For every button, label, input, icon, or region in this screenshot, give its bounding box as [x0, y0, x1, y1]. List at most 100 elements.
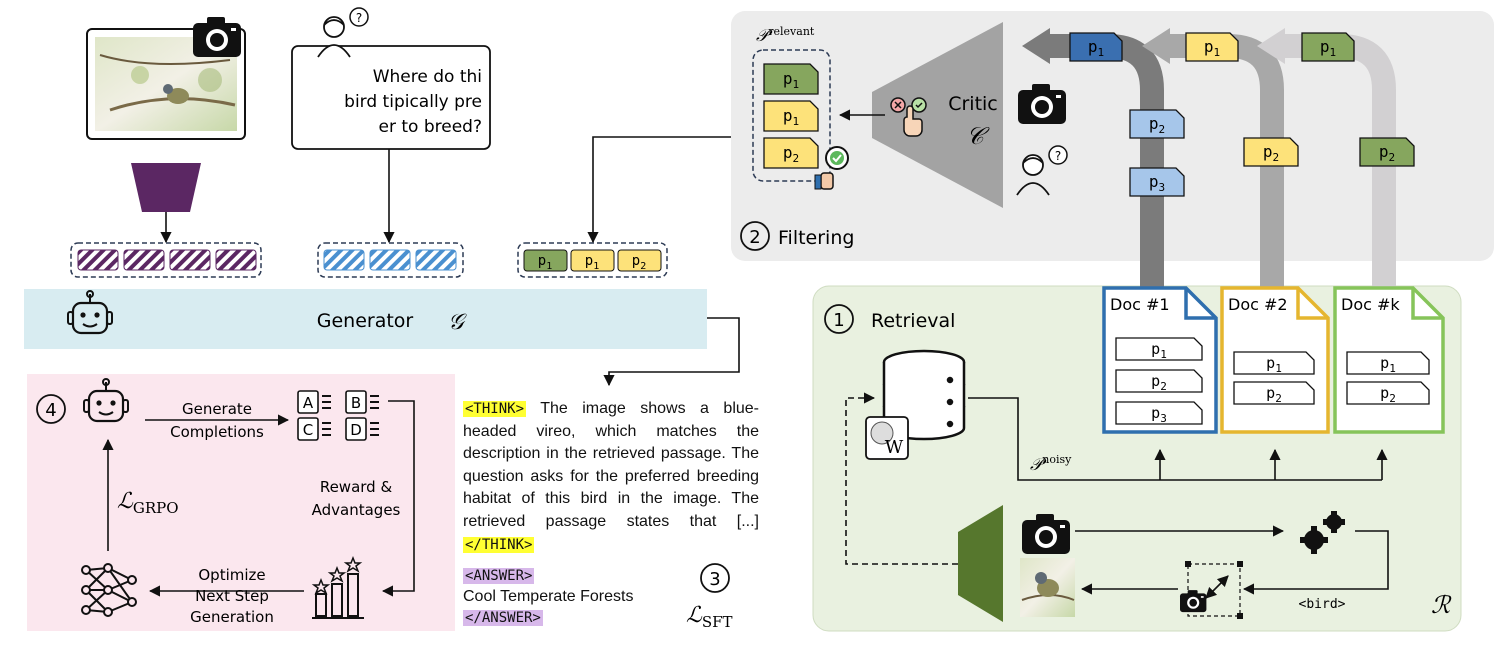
option-C: C [297, 417, 331, 441]
retrieval-encoder [958, 505, 1003, 622]
robot-icon [67, 290, 113, 335]
svg-text:C: C [303, 421, 313, 439]
critic-decision-icon [890, 97, 927, 137]
answer-text: Cool Temperate Forests [463, 588, 634, 605]
passage-label: p2 [1151, 372, 1167, 393]
retriever-symbol: ℛ [1431, 591, 1452, 619]
grpo-step-circle [36, 394, 66, 424]
passage-label: p3 [1149, 172, 1165, 194]
answer-close-tag: </ANSWER> [463, 610, 543, 626]
document-label: Doc #k [1341, 295, 1400, 314]
generator-bar [24, 289, 707, 349]
filtering-step-number: 2 [749, 227, 760, 248]
retrieval-label: Retrieval [871, 310, 955, 332]
think-content: The image shows a blue-headed vireo, whi… [463, 400, 759, 530]
image-token-group [70, 242, 262, 278]
top-person-question-icon: ? [317, 7, 369, 58]
passage-p1: p1 [763, 63, 819, 95]
retrieval-step-number: 1 [833, 310, 844, 331]
gears-icon [1300, 511, 1345, 554]
answer-open-tag: <ANSWER> [463, 568, 535, 584]
passage-label: p2 [632, 253, 646, 272]
grpo-robot-icon [83, 378, 129, 423]
svg-text:D: D [350, 421, 362, 439]
completion-options: A B C D [297, 390, 379, 441]
image-tokens [77, 249, 257, 271]
image-token [77, 249, 119, 271]
generate-line-2: Completions [170, 423, 264, 441]
critic-funnel [872, 22, 1003, 208]
image-token [123, 249, 165, 271]
passage-p2: p2 [1115, 369, 1203, 393]
passage-p2: p2 [1233, 381, 1315, 405]
question-line-2: bird tipically pre [344, 92, 482, 112]
generator-label: Generator [317, 310, 414, 332]
camera-icon [1018, 84, 1066, 124]
image-token [215, 249, 257, 271]
text-tokens [323, 249, 457, 271]
generator-symbol: 𝒢 [448, 310, 467, 335]
passage-label: p1 [1266, 354, 1282, 375]
critic-label: Critic [948, 93, 998, 115]
text-token [369, 249, 411, 271]
retrieval-step-circle [824, 304, 854, 334]
passage-label: p1 [1320, 37, 1336, 59]
relevant-passages-group [752, 49, 831, 182]
sft-step-circle [700, 563, 730, 593]
passage-p1: p1 [1115, 337, 1203, 361]
passage-p2: p2 [1346, 381, 1430, 405]
advantages-chart-icon [311, 555, 364, 619]
svg-text:?: ? [356, 11, 362, 25]
optimize-line-3: Generation [190, 608, 274, 626]
pipe-passages: p1 p1 p1 p2 p3 p2 p2 [1069, 32, 1415, 197]
crop-icon [1185, 561, 1243, 619]
passage-p1: p1 [1069, 32, 1123, 62]
passage-p3: p3 [1115, 401, 1203, 425]
magnifier-check-icon [814, 146, 849, 190]
sft-step-number: 3 [709, 569, 720, 590]
retrieval-camera-icon [1022, 514, 1070, 554]
passage-p2: p2 [1243, 137, 1299, 167]
passage-p1: p1 [1346, 351, 1430, 375]
passage-label: p1 [1380, 354, 1396, 375]
optimize-line-2: Next Step [195, 587, 269, 605]
passage-label: p2 [1149, 114, 1165, 136]
passage-p1: p1 [1233, 351, 1315, 375]
think-block: <THINK> The image shows a blue-headed vi… [463, 398, 759, 556]
option-A: A [297, 390, 331, 414]
svg-text:A: A [303, 394, 314, 412]
passage-label: p1 [783, 69, 799, 91]
grpo-step-number: 4 [45, 400, 56, 421]
passage-p3: p3 [1129, 167, 1185, 197]
filtering-label: Filtering [778, 227, 854, 249]
think-open-tag: <THINK> [463, 401, 527, 417]
crop-camera-icon [1180, 590, 1207, 613]
passage-label: p1 [585, 253, 599, 272]
option-D: D [345, 417, 379, 441]
passage-token: p1 [523, 249, 568, 272]
bird-tag: <bird> [1299, 597, 1346, 612]
text-token [415, 249, 457, 271]
passage-label: p1 [1151, 340, 1167, 361]
option-B: B [345, 390, 379, 414]
document-3: Doc #k p1 p2 [1333, 286, 1445, 434]
passage-p2: p2 [763, 137, 819, 169]
passage-label: p1 [1204, 37, 1220, 59]
passage-label: p2 [783, 143, 799, 165]
passage-label: p2 [1380, 384, 1396, 405]
passage-p2: p2 [1129, 109, 1185, 139]
filtering-step-circle [740, 221, 770, 251]
loss-grpo: ℒGRPO [117, 489, 179, 517]
passage-token: p2 [617, 249, 662, 272]
image-encoder [131, 163, 201, 212]
think-close-tag: </THINK> [463, 536, 535, 553]
passage-p1: p1 [1185, 32, 1239, 62]
bird-picture [99, 54, 236, 112]
passage-p1: p1 [1301, 32, 1355, 62]
passage-label: p2 [1266, 384, 1282, 405]
passage-label: p3 [1151, 404, 1167, 425]
passage-label: p2 [1379, 142, 1395, 164]
wikipedia-icon: W [865, 416, 909, 460]
